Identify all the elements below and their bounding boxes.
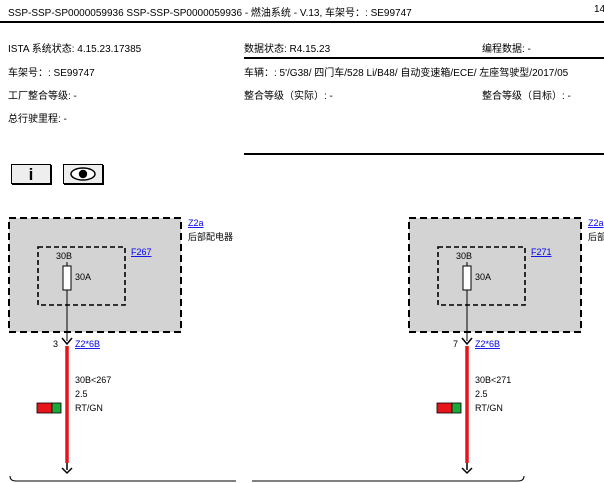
connector-link-left[interactable]: Z2*6B: [75, 339, 100, 349]
page-number: 14: [594, 4, 604, 15]
connector-symbol-left: [61, 337, 73, 346]
fuse-link-left[interactable]: F267: [131, 247, 152, 257]
section-divider: [244, 153, 604, 155]
ista-system-status: ISTA 系统状态: 4.15.23.17385: [8, 44, 142, 55]
total-mileage: 总行驶里程: -: [8, 114, 67, 125]
circuit-right: Z2a 后部配电器 F271 30B 30A 7 Z2*6B 30B<271 2…: [408, 217, 604, 475]
info-button[interactable]: i: [11, 164, 51, 184]
wire-size-left: 2.5: [75, 389, 88, 399]
fuse-rating-right: 30A: [475, 272, 491, 282]
distribution-box-left: [8, 217, 182, 333]
view-button[interactable]: [63, 164, 103, 184]
component-name-left: 后部配电器: [188, 231, 233, 242]
factory-integration-level: 工厂整合等级: -: [8, 91, 77, 102]
fuse-symbol-right: [462, 265, 472, 291]
distribution-box-right: [408, 217, 582, 333]
wire-signal-left: 30B<267: [75, 375, 111, 385]
wire-signal-right: 30B<271: [475, 375, 511, 385]
connector-symbol-right: [461, 337, 473, 346]
svg-text:i: i: [29, 165, 34, 183]
component-link-right[interactable]: Z2a: [588, 218, 604, 228]
component-name-right: 后部配电器: [588, 231, 604, 242]
header-divider: [0, 21, 604, 23]
vehicle-description: 车辆：: 5'/G38/ 四门车/528 Li/B48/ 自动变速箱/ECE/ …: [244, 68, 569, 79]
document-title: SSP-SSP-SP0000059936 SSP-SSP-SP000005993…: [8, 8, 412, 19]
wire-color-right: RT/GN: [475, 403, 503, 413]
fuse-pin-right: 30B: [456, 251, 472, 261]
fuse-link-right[interactable]: F271: [531, 247, 552, 257]
wire-color-swatch-green-right: [451, 402, 462, 414]
fuse-symbol-left: [62, 265, 72, 291]
pin-number-right: 7: [453, 339, 458, 349]
wire-color-swatch-red-right: [436, 402, 453, 414]
component-link-left[interactable]: Z2a: [188, 218, 204, 228]
info-icon: i: [29, 165, 34, 184]
connector-link-right[interactable]: Z2*6B: [475, 339, 500, 349]
target-integration-level: 整合等级（目标）: -: [482, 91, 571, 102]
bracket-left: [9, 475, 236, 482]
eye-icon: [70, 167, 96, 181]
programming-data: 编程数据: -: [482, 44, 531, 55]
fuse-rating-left: 30A: [75, 272, 91, 282]
wire-arrow-left: [61, 467, 73, 475]
wire-size-right: 2.5: [475, 389, 488, 399]
wire-arrow-right: [461, 467, 473, 475]
fuse-pin-left: 30B: [56, 251, 72, 261]
bracket-right: [252, 475, 525, 482]
wire-color-left: RT/GN: [75, 403, 103, 413]
wire-color-swatch-green-left: [51, 402, 62, 414]
pin-number-left: 3: [53, 339, 58, 349]
circuit-left: Z2a 后部配电器 F267 30B 30A 3 Z2*6B 30B<267 2…: [8, 217, 233, 475]
info-divider: [244, 57, 604, 59]
fuse-box-left: [37, 246, 126, 306]
data-status: 数据状态: R4.15.23: [244, 44, 331, 55]
fuse-box-right: [437, 246, 526, 306]
actual-integration-level: 整合等级（实际）: -: [244, 91, 333, 102]
vin-label: 车架号：: SE99747: [8, 68, 95, 79]
wiring-diagram: Z2a 后部配电器 F267 30B 30A 3 Z2*6B 30B<267 2…: [8, 217, 604, 482]
wire-color-swatch-red-left: [36, 402, 53, 414]
